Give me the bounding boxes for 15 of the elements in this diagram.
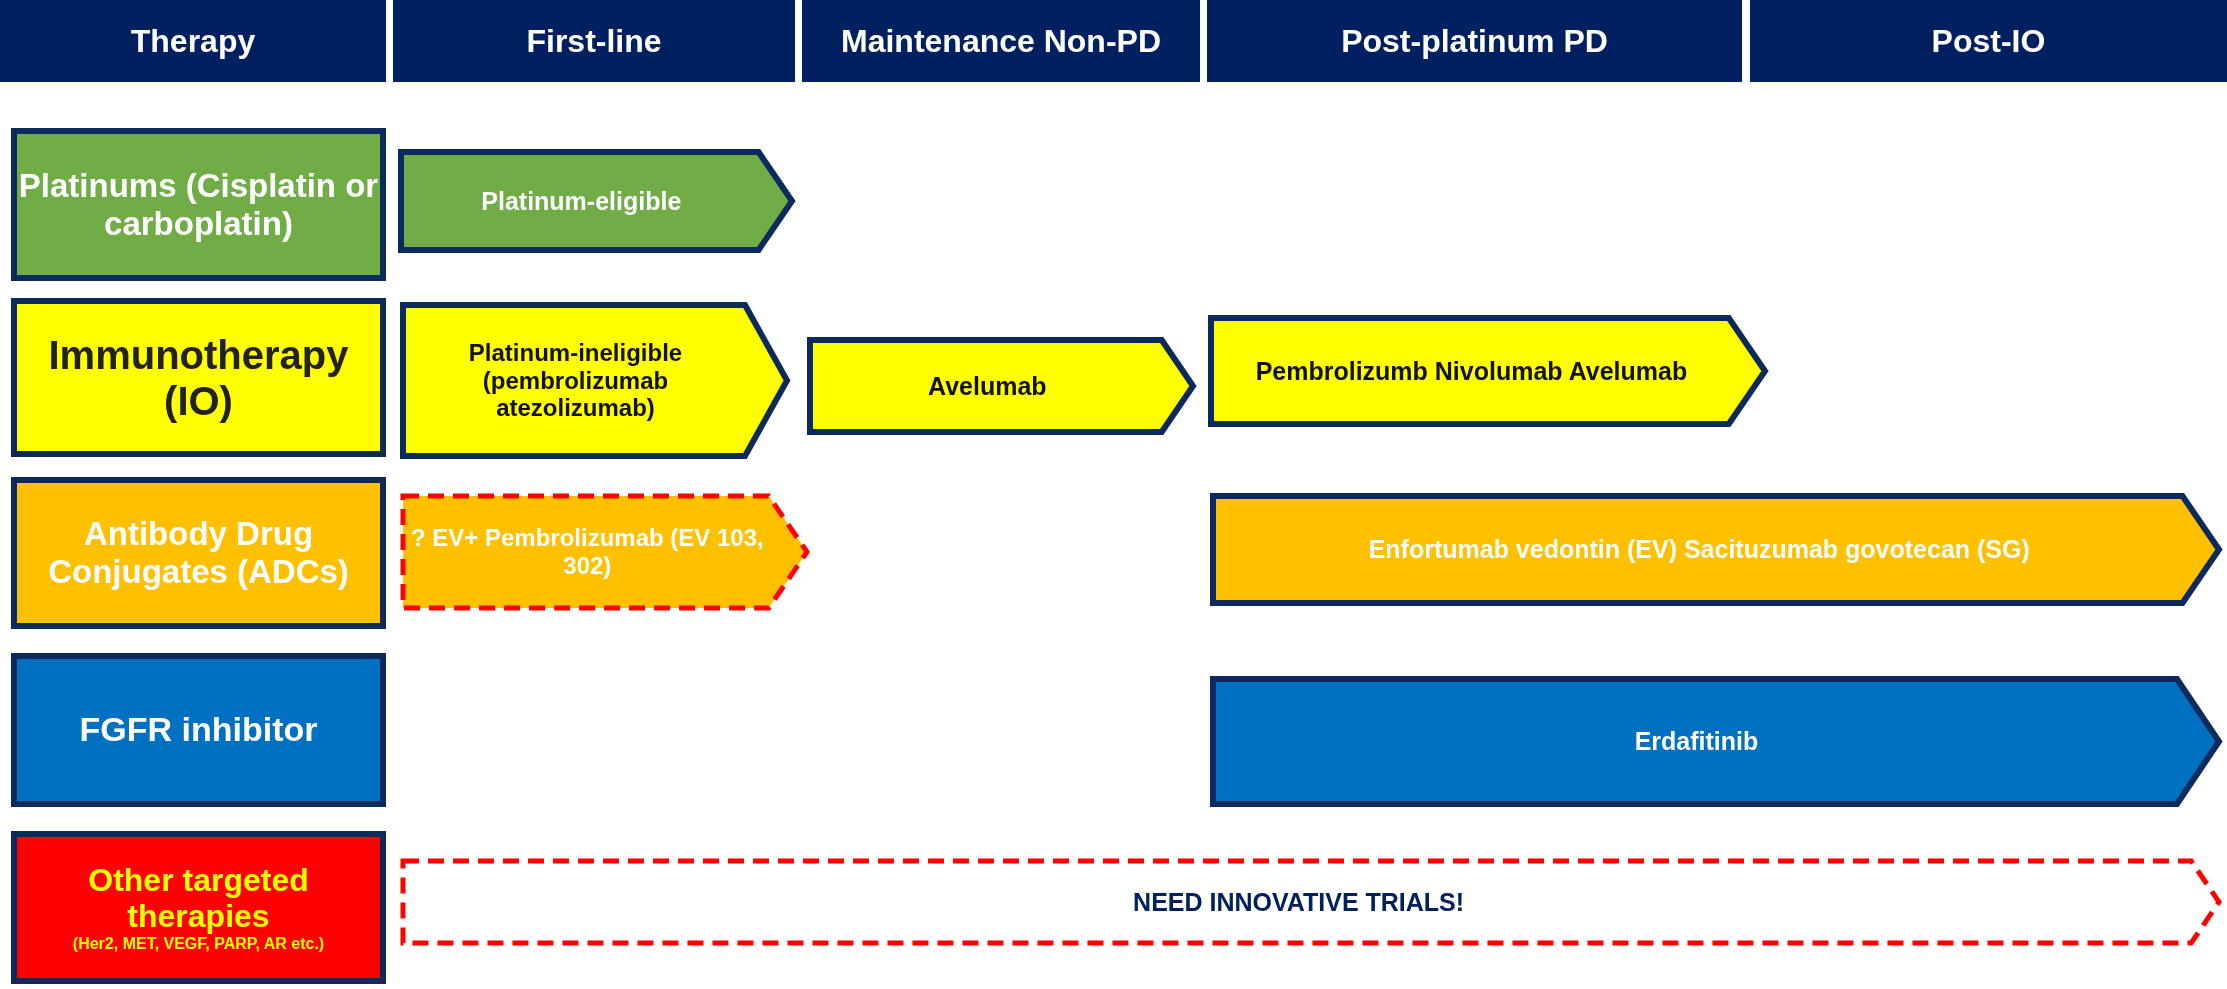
arrow-shape: Pembrolizumb Nivolumab Avelumab [1208, 315, 1768, 427]
row-header: Other targeted therapies (Her2, MET, VEGF, PARP, AR etc.) [11, 831, 386, 984]
column-header: Maintenance Non-PD [802, 0, 1200, 82]
column-header: First-line [393, 0, 795, 82]
arrow-shape: Platinum-ineligible (pembrolizumab atezolizumab) [400, 302, 790, 459]
column-header: Post-IO [1750, 0, 2227, 82]
row-header: FGFR inhibitor [11, 653, 386, 807]
dashed-arrow-shape: ? EV+ Pembrolizumab (EV 103, 302) [400, 493, 810, 611]
arrow-shape: Platinum-eligible [398, 149, 795, 253]
column-header: Therapy [0, 0, 386, 82]
arrow-shape: Avelumab [807, 337, 1196, 435]
row-header: Antibody Drug Conjugates (ADCs) [11, 477, 386, 629]
column-header: Post-platinum PD [1207, 0, 1742, 82]
row-header: Immunotherapy (IO) [11, 298, 386, 457]
row-header: Platinums (Cisplatin or carboplatin) [11, 128, 386, 281]
